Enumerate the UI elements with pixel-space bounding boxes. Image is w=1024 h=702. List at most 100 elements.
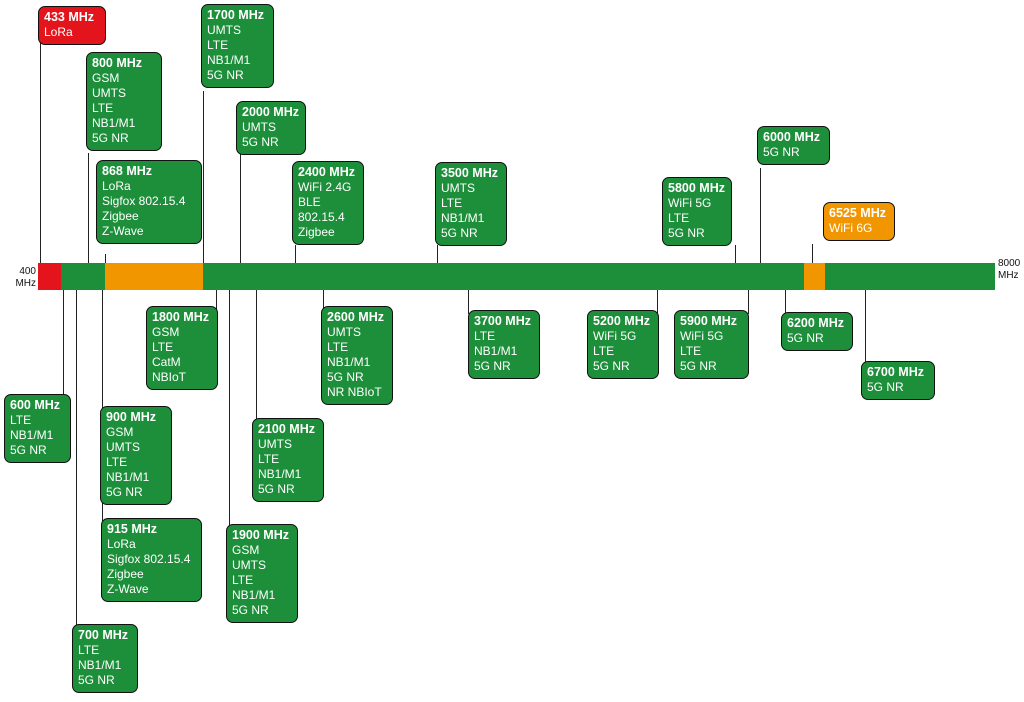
axis-end-unit: MHz [998, 270, 1019, 281]
band-technology: LTE [152, 340, 174, 354]
leader-line-5800-mhz [735, 245, 736, 263]
axis-end-value: 8000 [998, 258, 1021, 269]
band-technology: Z-Wave [107, 582, 149, 596]
band-technology: LTE [207, 38, 229, 52]
leader-line-2000-mhz [240, 153, 241, 263]
band-frequency: 5200 MHz [593, 314, 650, 328]
band-technology: Sigfox 802.15.4 [107, 552, 191, 566]
leader-line-2400-mhz [295, 245, 296, 263]
band-technology: WiFi 5G [680, 329, 724, 343]
band-technology: NB1/M1 [327, 355, 371, 369]
band-technology: WiFi 2.4G [298, 180, 352, 194]
band-technology: UMTS [106, 440, 140, 454]
band-technology: 5G NR [593, 359, 630, 373]
leader-line-6525-mhz [812, 244, 813, 263]
band-frequency: 700 MHz [78, 628, 129, 642]
band-technology: LTE [441, 196, 463, 210]
band-technology: UMTS [242, 120, 276, 134]
band-technology: 5G NR [668, 226, 705, 240]
band-frequency: 433 MHz [44, 10, 95, 24]
band-technology: WiFi 6G [829, 221, 873, 235]
leader-line-2100-mhz [256, 290, 257, 422]
leader-line-6700-mhz [865, 290, 866, 365]
band-technology: NB1/M1 [474, 344, 518, 358]
leader-line-900-mhz [102, 290, 103, 410]
leader-line-5900-mhz [748, 290, 749, 314]
band-technology: LTE [593, 344, 615, 358]
band-technology: LTE [78, 643, 100, 657]
band-technology: LTE [10, 413, 32, 427]
leader-line-5200-mhz [657, 290, 658, 314]
band-technology: 5G NR [92, 131, 129, 145]
band-technology: NR NBIoT [327, 385, 382, 399]
leader-line-800-mhz [88, 153, 89, 263]
band-frequency: 2600 MHz [327, 310, 384, 324]
lora-segment [38, 263, 61, 290]
band-technology: 5G NR [232, 603, 269, 617]
band-frequency: 2400 MHz [298, 165, 355, 179]
band-technology: LTE [92, 101, 114, 115]
leader-line-600-mhz [63, 290, 64, 398]
band-technology: 5G NR [242, 135, 279, 149]
axis-start-value: 400 [19, 266, 36, 277]
leader-line-1700-mhz [203, 91, 204, 263]
band-frequency: 3700 MHz [474, 314, 531, 328]
leader-line-6200-mhz [785, 290, 786, 316]
band-technology: LTE [106, 455, 128, 469]
leader-line-1900-mhz [229, 290, 230, 528]
axis-end-label: 8000 MHz [998, 258, 1020, 282]
band-technology: UMTS [441, 181, 475, 195]
band-frequency: 800 MHz [92, 56, 143, 70]
band-frequency: 2000 MHz [242, 105, 299, 119]
leader-line-1800-mhz [216, 290, 217, 310]
ism-sub-ghz-segment [105, 263, 203, 290]
band-technology: 802.15.4 [298, 210, 345, 224]
band-technology: LTE [258, 452, 280, 466]
leader-line-3700-mhz [468, 290, 469, 314]
band-frequency: 900 MHz [106, 410, 157, 424]
band-technology: Zigbee [298, 225, 335, 239]
band-frequency: 2100 MHz [258, 422, 315, 436]
band-technology: NB1/M1 [106, 470, 150, 484]
band-technology: LoRa [107, 537, 136, 551]
band-technology: LoRa [44, 25, 73, 39]
wifi-6g-segment [804, 263, 825, 290]
band-technology: NB1/M1 [92, 116, 136, 130]
band-frequency: 6525 MHz [829, 206, 886, 220]
band-technology: GSM [232, 543, 260, 557]
band-technology: NB1/M1 [258, 467, 302, 481]
leader-line-700-mhz [76, 290, 77, 628]
band-frequency: 600 MHz [10, 398, 61, 412]
band-technology: UMTS [232, 558, 266, 572]
leader-line-2600-mhz [323, 290, 324, 310]
band-technology: 5G NR [327, 370, 364, 384]
band-frequency: 868 MHz [102, 164, 153, 178]
band-frequency: 6700 MHz [867, 365, 924, 379]
band-technology: NB1/M1 [207, 53, 251, 67]
band-technology: 5G NR [763, 145, 800, 159]
band-technology: Sigfox 802.15.4 [102, 194, 186, 208]
band-technology: NB1/M1 [10, 428, 54, 442]
band-technology: GSM [106, 425, 134, 439]
band-frequency: 915 MHz [107, 522, 158, 536]
band-technology: LTE [232, 573, 254, 587]
